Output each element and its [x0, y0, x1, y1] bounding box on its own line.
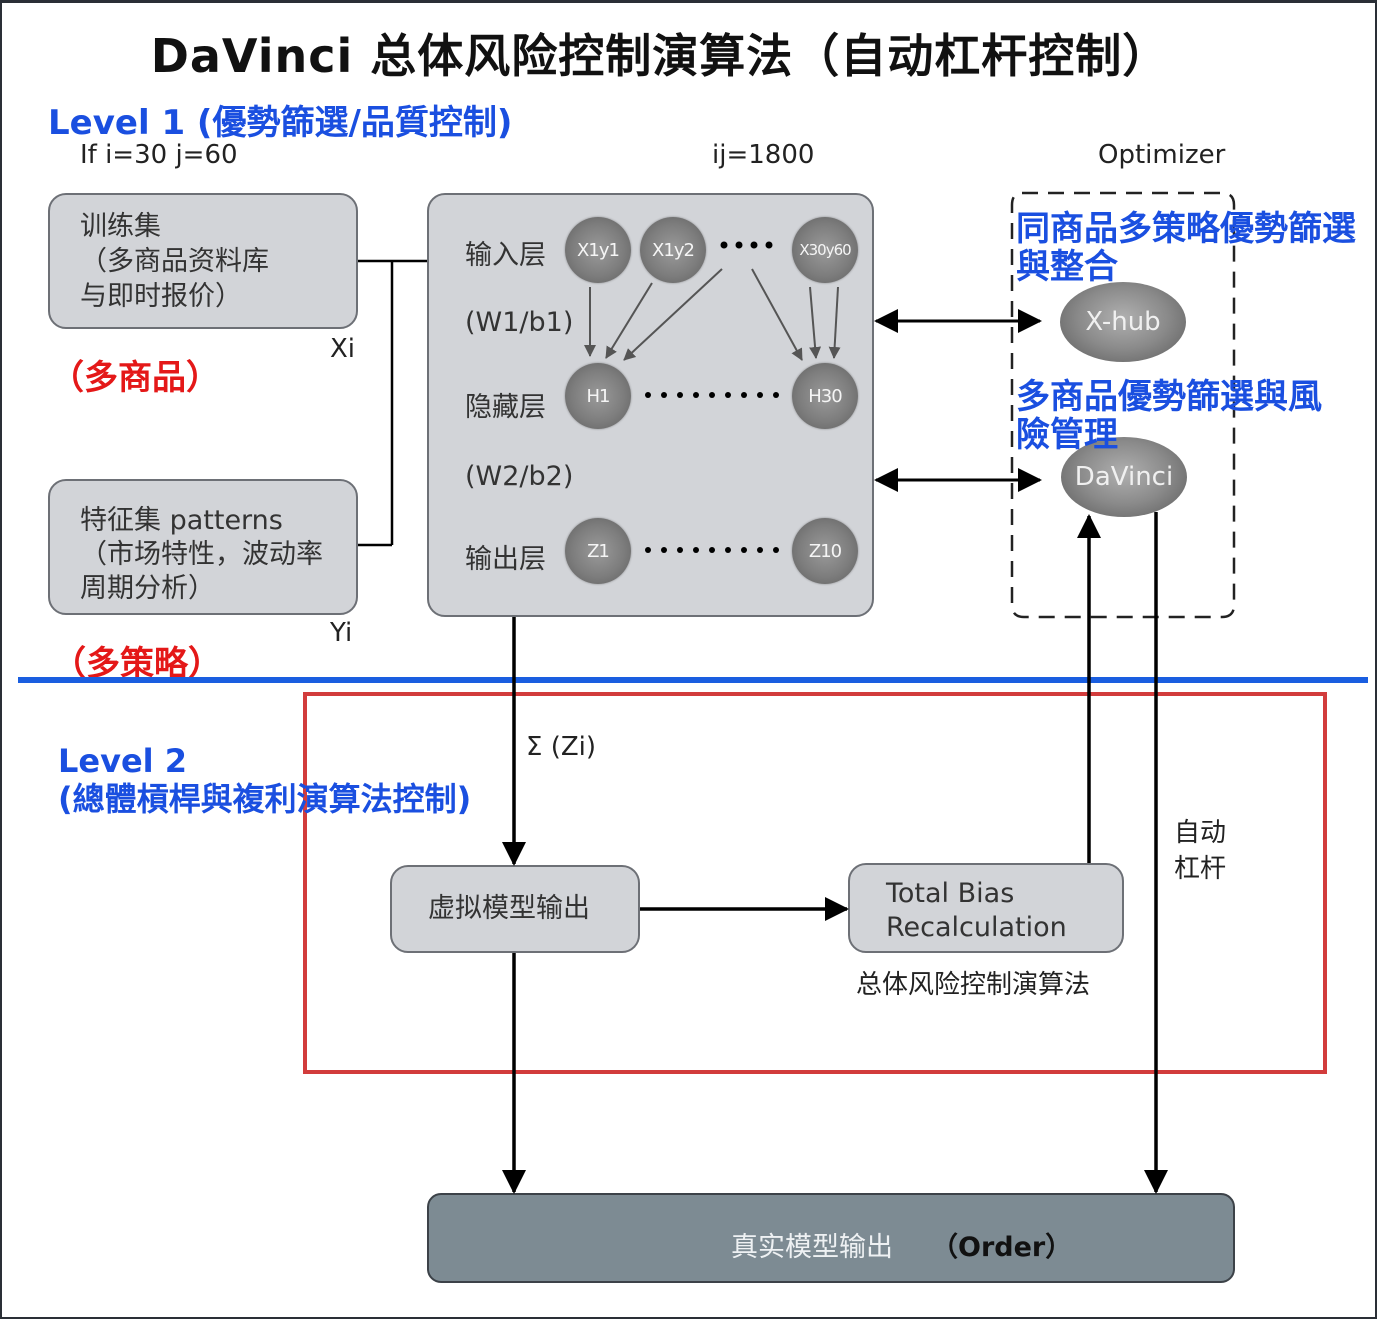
- feature-set-line1: 特征集 patterns: [80, 505, 283, 536]
- output-node: Z10: [792, 518, 858, 584]
- xhub-note: 同商品多策略優勢篩選與整合: [1016, 209, 1356, 287]
- multi-product-tag: （多商品）: [50, 358, 220, 398]
- hidden-node: H1: [565, 363, 631, 429]
- weights1-label: (W1/b1): [465, 307, 574, 338]
- input-node: X1y2: [640, 217, 706, 283]
- layer-ellipsis: [645, 241, 779, 553]
- level1-title: Level 1 (優勢篩選/品質控制): [48, 103, 513, 143]
- virtual-output-label: 虚拟模型输出: [428, 893, 590, 924]
- order-label: （Order）: [931, 1232, 1073, 1263]
- optimizer-frame: [1010, 191, 1236, 619]
- diagram-title: DaVinci 总体风险控制演算法（自动杠杆控制）: [150, 29, 1170, 83]
- level2-title-line2: (總體槓桿與複利演算法控制): [58, 780, 472, 818]
- auto-leverage-line2: 杠杆: [1174, 854, 1227, 884]
- feature-set-line2: （市场特性，波动率: [80, 539, 323, 570]
- level2-title-line1: Level 2: [58, 742, 188, 780]
- real-output-box: 真实模型输出 （Order）: [427, 1193, 1235, 1283]
- virtual-output-box: 虚拟模型输出: [390, 865, 640, 953]
- nn-arrow: [751, 268, 803, 361]
- sum-zi-label: Σ (Zi): [526, 732, 597, 762]
- training-set-line3: 与即时报价）: [80, 281, 242, 312]
- auto-leverage-line1: 自动: [1174, 818, 1227, 848]
- input-bus: [358, 259, 427, 547]
- neural-network-box: 输入层 (W1/b1) 隐藏层 (W2/b2) 输出层 X1y1 X1y2 X3…: [427, 193, 874, 617]
- training-set-box: 训练集 （多商品资料库 与即时报价）: [48, 193, 358, 329]
- output-node: Z1: [565, 518, 631, 584]
- output-layer-label: 输出层: [465, 544, 546, 575]
- nn-arrow: [605, 282, 653, 359]
- feature-set-box: 特征集 patterns （市场特性，波动率 周期分析）: [48, 479, 358, 615]
- hidden-node: H30: [792, 363, 858, 429]
- input-layer-label: 输入层: [465, 240, 546, 271]
- real-output-label: 真实模型输出: [731, 1232, 893, 1263]
- xi-label: Xi: [330, 334, 356, 364]
- combination-count: ij=1800: [712, 140, 815, 170]
- weights2-label: (W2/b2): [465, 461, 574, 492]
- level2-title: Level 2 (總體槓桿與複利演算法控制): [58, 742, 471, 818]
- training-set-line2: （多商品资料库: [80, 246, 269, 277]
- auto-leverage-label: 自动 杠杆: [1174, 815, 1226, 887]
- yi-label: Yi: [330, 618, 353, 648]
- bias-caption: 总体风险控制演算法: [856, 970, 1091, 1000]
- nn-arrows: [584, 268, 841, 361]
- loop-condition: If i=30 j=60: [80, 140, 238, 170]
- nn-arrow: [809, 286, 822, 359]
- level2-frame: [303, 692, 1327, 1074]
- training-set-line1: 训练集: [80, 211, 161, 242]
- input-node: X30y60: [792, 217, 858, 283]
- input-node: X1y1: [565, 217, 631, 283]
- optimizer-label: Optimizer: [1098, 140, 1226, 170]
- nn-arrow: [828, 286, 841, 359]
- bias-line2: Recalculation: [886, 912, 1067, 943]
- feature-set-line3: 周期分析）: [80, 573, 215, 604]
- davinci-node: DaVinci: [1061, 437, 1187, 517]
- bias-line1: Total Bias: [886, 878, 1015, 909]
- xhub-node: X-hub: [1060, 282, 1186, 362]
- davinci-note: 多商品優勢篩選與風險管理: [1016, 377, 1322, 455]
- bias-recalc-box: Total Bias Recalculation: [848, 863, 1124, 953]
- hidden-layer-label: 隐藏层: [465, 392, 546, 423]
- nn-arrow: [623, 268, 723, 361]
